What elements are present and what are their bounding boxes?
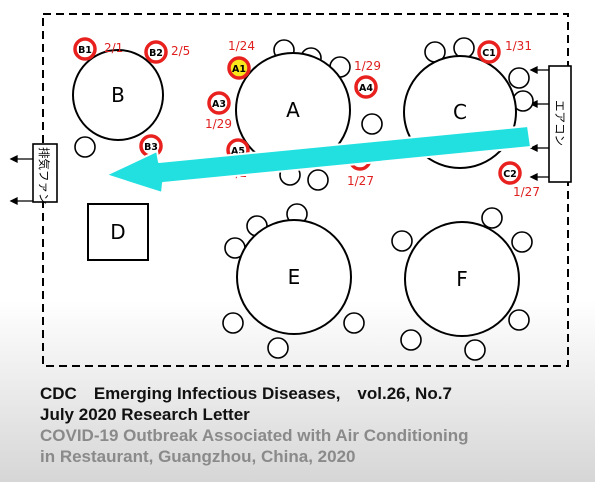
airflow-arrow — [105, 125, 532, 194]
caption-line-date: July 2020 Research Letter — [40, 405, 250, 424]
table-label-c: C — [453, 100, 467, 124]
case-c1-marker — [477, 40, 501, 64]
case-a5-id: A5 — [231, 146, 245, 157]
exhaust-fan-box — [32, 143, 58, 203]
table-e — [236, 219, 352, 335]
case-c2-marker — [498, 161, 522, 185]
case-a1-marker — [227, 56, 251, 80]
table-label-a: A — [286, 98, 300, 122]
chair — [222, 312, 244, 334]
caption-line-journal: CDC Emerging Infectious Diseases, vol.26… — [40, 384, 452, 403]
table-b — [72, 49, 164, 141]
case-a4-id: A4 — [359, 83, 373, 94]
chair — [307, 169, 329, 191]
case-b2-id: B2 — [149, 48, 163, 59]
air-conditioner-label: エアコン — [553, 100, 567, 146]
case-b2-marker — [144, 40, 168, 64]
table-label-f: F — [456, 267, 468, 291]
table-label-b: B — [111, 83, 125, 107]
table-label-e: E — [288, 265, 301, 289]
case-a1-id: A1 — [232, 64, 246, 75]
exhaust-fan-output-arrows — [9, 154, 33, 206]
date-b2: 2/5 — [171, 44, 190, 58]
date-a1: 1/24 — [228, 39, 255, 53]
chair — [391, 230, 413, 252]
date-a4: 1/29 — [354, 59, 381, 73]
chair — [464, 339, 486, 361]
chair — [508, 309, 530, 331]
air-conditioner-output-arrows — [529, 65, 549, 182]
case-b1-id: B1 — [78, 45, 92, 56]
table-f — [404, 221, 520, 337]
chair — [453, 37, 475, 59]
date-a3: 1/29 — [205, 117, 232, 131]
chair — [267, 337, 289, 359]
chair — [481, 207, 503, 229]
chair — [361, 113, 383, 135]
caption-line-title: COVID-19 Outbreak Associated with Air Co… — [40, 426, 469, 445]
date-c1: 1/31 — [505, 39, 532, 53]
case-b1-marker — [73, 37, 97, 61]
case-a3-id: A3 — [212, 99, 226, 110]
case-c2-id: C2 — [503, 169, 517, 180]
chair — [508, 67, 530, 89]
date-c2: 1/27 — [513, 185, 540, 199]
date-b1: 2/1 — [104, 41, 123, 55]
case-b3-id: B3 — [144, 142, 158, 153]
chair — [511, 231, 533, 253]
chair — [74, 136, 96, 158]
case-c1-id: C1 — [482, 48, 496, 59]
case-a3-marker — [207, 91, 231, 115]
date-a2: 1/27 — [347, 174, 374, 188]
chair — [400, 329, 422, 351]
exhaust-fan-label: 排気ファン — [37, 147, 51, 205]
chair — [343, 312, 365, 334]
case-a4-marker — [354, 75, 378, 99]
caption: CDC Emerging Infectious Diseases, vol.26… — [40, 383, 590, 467]
table-d — [87, 203, 149, 261]
caption-line-location: in Restaurant, Guangzhou, China, 2020 — [40, 447, 356, 466]
table-label-d: D — [110, 220, 125, 244]
air-conditioner-box — [548, 65, 572, 183]
